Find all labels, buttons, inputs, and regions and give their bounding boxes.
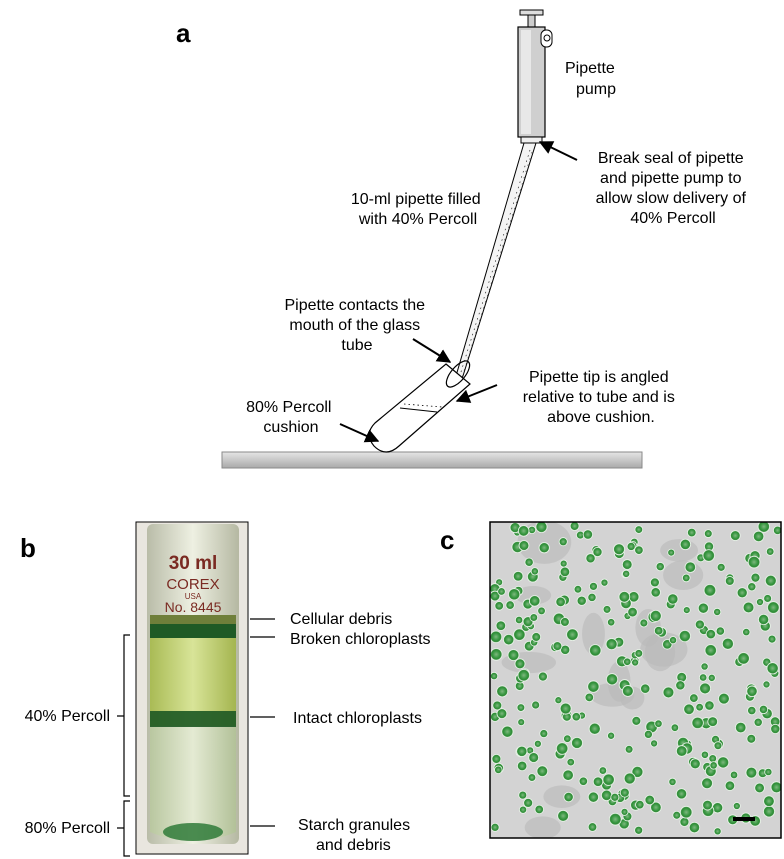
layer-label-40: 40% Percoll: [25, 708, 110, 725]
tube-origin-text: USA: [185, 592, 202, 601]
cushion-arrow: [339, 423, 380, 443]
tube-number-text: No. 8445: [165, 599, 222, 615]
glass-tube: [368, 360, 471, 453]
band-label-and-debris: and debris: [316, 837, 391, 854]
tip-label: Pipette tip is angled relative to tube a…: [523, 369, 680, 426]
lab-bench: [221, 451, 643, 469]
band-label-starch-granules: Starch granules: [298, 817, 410, 834]
panel-a: a Pipette pum: [176, 9, 751, 469]
bracket-80-percoll: [117, 800, 130, 857]
cellular-debris-band: [150, 615, 236, 625]
bracket-40-percoll: [117, 634, 130, 797]
scale-bar: [733, 817, 755, 821]
panel-c: c: [440, 521, 782, 839]
panel-b: b 30 ml COREX USA No. 8445 Cellular debr…: [20, 521, 431, 857]
panel-c-letter: c: [440, 525, 454, 555]
pipette-10ml: [450, 142, 537, 396]
band-label-cellular-debris: Cellular debris: [290, 611, 392, 628]
pipette-pump-label: Pipette pump: [565, 60, 619, 98]
starch-pellet: [163, 823, 223, 841]
tube-volume-text: 30 ml: [169, 553, 218, 574]
tube-brand-text: COREX: [166, 576, 219, 593]
pipette-label: 10-ml pipette filled with 40% Percoll: [351, 191, 485, 228]
break-seal-arrow: [538, 141, 578, 161]
band-label-broken-chloroplasts: Broken chloroplasts: [290, 631, 431, 648]
broken-chloroplast-band: [150, 624, 236, 638]
micrograph-frame: [489, 521, 782, 839]
intact-chloroplast-band: [150, 711, 236, 727]
tip-arrow: [455, 384, 498, 403]
band-label-intact-chloroplasts: Intact chloroplasts: [293, 710, 422, 727]
break-seal-label: Break seal of pipette and pipette pump t…: [596, 150, 751, 227]
contact-arrow: [412, 338, 452, 363]
percoll-80-layer: [150, 727, 236, 841]
pipette-pump-icon: [517, 9, 553, 144]
panel-b-letter: b: [20, 533, 36, 563]
layer-label-80: 80% Percoll: [25, 820, 110, 837]
cushion-label: 80% Percoll cushion: [246, 399, 336, 436]
contact-label: Pipette contacts the mouth of the glass …: [285, 297, 430, 354]
chloroplast-micrograph: [490, 522, 781, 838]
panel-a-letter: a: [176, 18, 191, 48]
